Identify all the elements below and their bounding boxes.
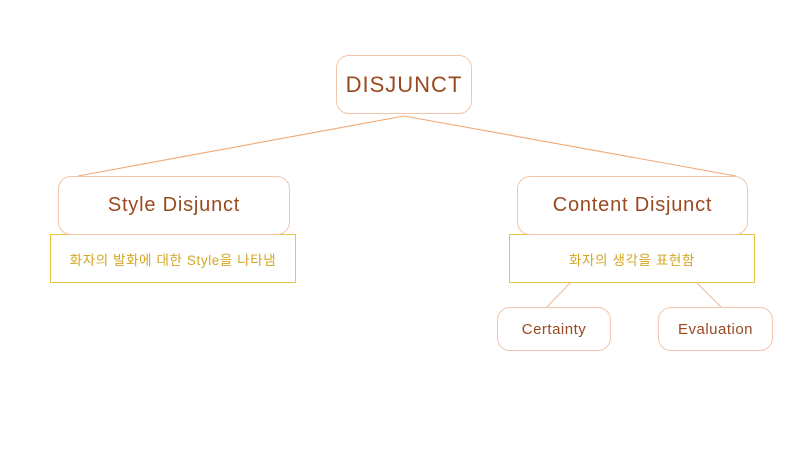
node-root-label: DISJUNCT [345,71,463,97]
node-evaluation[interactable]: Evaluation [658,307,773,351]
node-style-disjunct[interactable]: Style Disjunct [58,176,290,235]
node-content-disjunct-description[interactable]: 화자의 생각을 표현함 [509,234,755,283]
node-style-disjunct-description-label: 화자의 발화에 대한 Style을 나타냄 [69,252,277,268]
connector-root-to-content [403,115,737,177]
connector-content-to-certainty [545,281,572,309]
node-content-disjunct[interactable]: Content Disjunct [517,176,748,235]
node-certainty[interactable]: Certainty [497,307,611,351]
connector-root-to-style [77,115,405,177]
connector-content-to-evaluation [695,281,723,309]
node-style-disjunct-label: Style Disjunct [107,194,241,216]
node-content-disjunct-description-label: 화자의 생각을 표현함 [569,252,695,268]
node-content-disjunct-label: Content Disjunct [552,194,713,216]
node-style-disjunct-description[interactable]: 화자의 발화에 대한 Style을 나타냄 [50,234,296,283]
node-disjunct-root[interactable]: DISJUNCT [336,55,472,114]
node-certainty-label: Certainty [521,320,587,338]
node-evaluation-label: Evaluation [677,320,754,338]
